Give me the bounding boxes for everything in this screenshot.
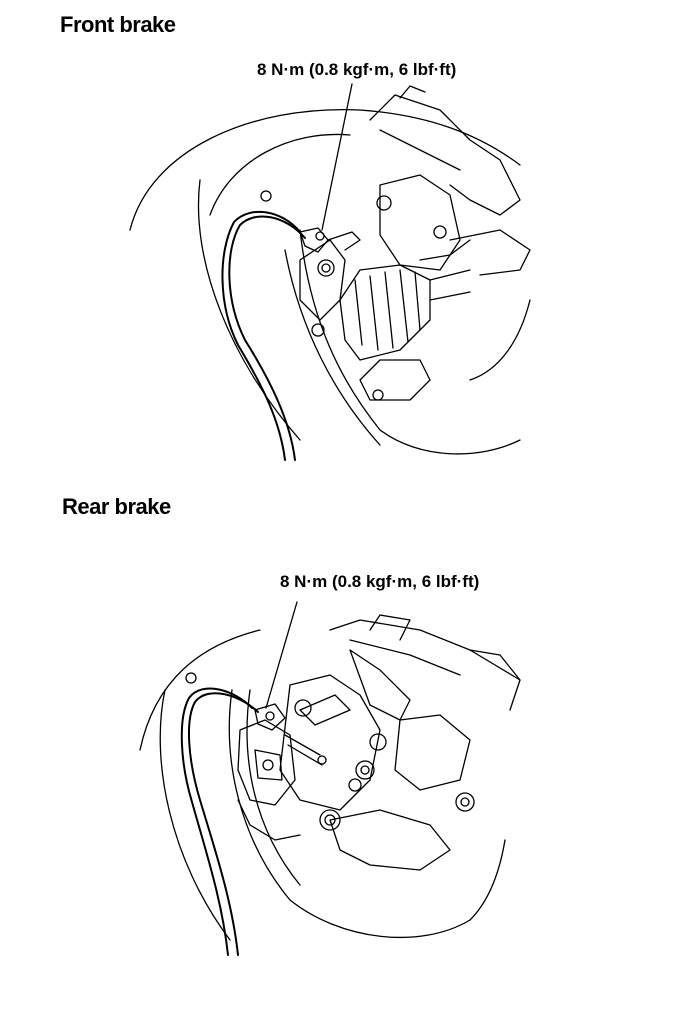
rear-knuckle-arm xyxy=(299,694,351,726)
rear-caliper-bolt xyxy=(262,759,274,771)
front-lower-bolt xyxy=(311,323,325,337)
front-sensor-bolt xyxy=(315,231,325,241)
front-caliper-bolt-inner xyxy=(321,263,331,273)
rear-caliper-detail xyxy=(254,749,283,781)
front-bolt-top xyxy=(376,195,392,211)
front-torque-label: 8 N·m (0.8 kgf·m, 6 lbf·ft) xyxy=(257,60,457,79)
front-bolt-mid xyxy=(433,225,447,239)
front-knuckle-arm xyxy=(449,229,531,276)
rear-sensor-connector xyxy=(254,703,286,731)
rear-oring-marker xyxy=(185,672,197,684)
front-strut-line xyxy=(379,129,461,171)
front-upper-detail xyxy=(399,85,426,99)
front-strut-body xyxy=(369,94,521,216)
rear-wheel-rim-inner xyxy=(246,689,301,886)
front-tire-inner-arc xyxy=(209,133,351,216)
front-driveshaft-boot xyxy=(339,264,431,361)
rear-shock-mount xyxy=(394,714,471,791)
rear-frame-detail xyxy=(369,614,411,641)
rear-upper-arm-2 xyxy=(349,639,461,676)
rear-shock-bolt-inner xyxy=(460,797,470,807)
rear-torque-label: 8 N·m (0.8 kgf·m, 6 lbf·ft) xyxy=(280,572,480,591)
rear-bolt-mid xyxy=(355,760,375,780)
rear-brake-heading: Rear brake xyxy=(62,494,171,519)
rear-bolt-top xyxy=(294,699,312,717)
rear-bolt-lower xyxy=(319,809,341,831)
rear-caliper xyxy=(237,719,296,806)
rear-right-detail xyxy=(469,649,521,711)
front-brake-illustration xyxy=(129,83,531,461)
front-wheel-rim-arc xyxy=(299,229,521,455)
front-sensor-cable-inner xyxy=(221,210,301,461)
rear-frame-rail xyxy=(349,649,411,721)
front-sensor-connector xyxy=(299,227,329,253)
rear-wheel-rim xyxy=(228,689,471,939)
rear-upper-arm xyxy=(329,619,521,681)
front-torque-leader xyxy=(321,83,353,231)
front-lower-arm xyxy=(359,359,431,401)
rear-lower-arm-bolt xyxy=(348,778,362,792)
rear-lower-arm xyxy=(329,809,451,871)
front-axle-shaft xyxy=(429,269,471,301)
front-wheel-arc-right xyxy=(469,299,531,381)
rear-torque-leader xyxy=(265,601,298,709)
rear-sensor-wire-clip xyxy=(284,734,323,766)
rear-bolt-lower-inner xyxy=(324,814,336,826)
rear-brake-illustration xyxy=(139,601,521,956)
rear-backing-plate xyxy=(237,799,301,841)
front-oring-marker xyxy=(260,190,272,202)
front-brake-heading: Front brake xyxy=(60,12,176,37)
front-tire-sidewall xyxy=(197,179,301,441)
rear-hub-bolt xyxy=(369,733,387,751)
front-caliper xyxy=(299,239,346,321)
rear-sensor-cable-inner xyxy=(180,687,253,956)
front-tire-outer-arc xyxy=(129,108,521,231)
front-lower-arm-bolt xyxy=(372,389,384,401)
front-sensor-cable xyxy=(228,215,306,461)
rear-sensor-wire-end xyxy=(317,755,327,765)
rear-sensor-bolt xyxy=(265,711,275,721)
front-tie-rod xyxy=(419,239,471,261)
front-caliper-bolt xyxy=(317,259,335,277)
rear-bolt-mid-inner xyxy=(360,765,370,775)
front-wheel-rim-arc-2 xyxy=(284,249,381,446)
rear-wheel-arc-right xyxy=(469,839,506,921)
front-brake-section: Front brake 8 N·m (0.8 kgf·m, 6 lbf·ft) xyxy=(0,0,688,480)
rear-sensor-cable xyxy=(188,692,259,956)
rear-tire-sidewall xyxy=(159,689,231,941)
rear-brake-section: Rear brake 8 N·m (0.8 kgf·m, 6 lbf·ft) xyxy=(0,480,688,1026)
rear-knuckle xyxy=(279,674,381,811)
rear-tire-outer-arc xyxy=(139,629,261,751)
front-sensor-bracket xyxy=(327,231,361,251)
rear-shock-bolt xyxy=(455,792,475,812)
